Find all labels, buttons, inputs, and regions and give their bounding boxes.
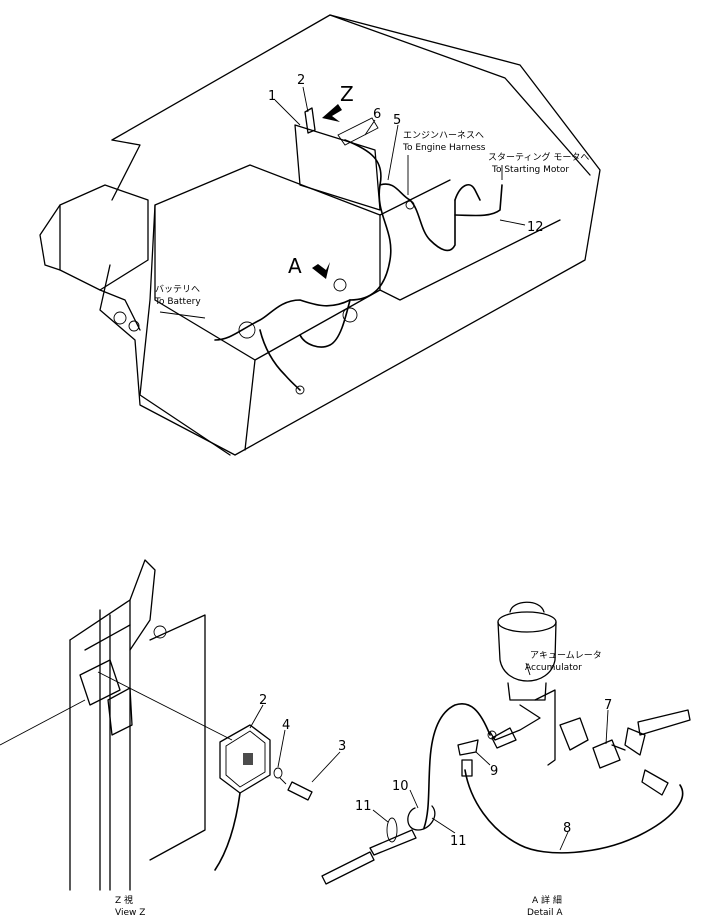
callout-11-right: 11 (450, 834, 467, 849)
callout-6: 6 (373, 107, 381, 122)
leader-lines-top (159, 86, 526, 319)
callout-1: 1 (268, 89, 276, 104)
callout-5: 5 (393, 113, 401, 128)
view-z-caption-jp: Z 視 (115, 894, 133, 906)
leader-lines-detail-a (372, 662, 609, 851)
callout-2-top: 2 (297, 73, 305, 88)
callout-11-left: 11 (355, 799, 372, 814)
callout-12: 12 (527, 220, 544, 235)
detail-a-caption-en: Detail A (527, 908, 563, 917)
leader-lines-view-z (249, 704, 341, 783)
starting-motor-label-jp: スターティング モータへ (488, 151, 589, 163)
detail-a-marker: A (288, 254, 302, 278)
accumulator-label-en: Accumulator (525, 663, 582, 673)
accumulator-label-jp: アキュームレータ (530, 650, 602, 661)
starting-motor-label-en: To Starting Motor (491, 165, 569, 175)
machine-body (39, 14, 601, 456)
callout-9: 9 (490, 764, 498, 779)
detail-a-arrow (312, 262, 330, 279)
callout-3: 3 (338, 739, 346, 754)
view-z-marker: Z (340, 82, 354, 106)
engine-harness-label-jp: エンジンハーネスへ (403, 130, 484, 141)
callout-7: 7 (604, 698, 612, 713)
callout-8: 8 (563, 821, 571, 836)
wiring-harness (214, 139, 503, 395)
callout-10: 10 (392, 779, 409, 794)
view-z-drawing (0, 559, 313, 891)
battery-label-jp: バッテリへ (155, 284, 200, 295)
engine-harness-label-en: To Engine Harness (402, 143, 486, 153)
detail-a-caption-jp: A 詳 細 (532, 894, 562, 906)
view-z-arrow (322, 104, 342, 122)
callout-2-view-z: 2 (259, 693, 267, 708)
detail-a-drawing (321, 601, 691, 885)
battery-label-en: To Battery (154, 297, 201, 307)
callout-4: 4 (282, 718, 290, 733)
view-z-caption-en: View Z (115, 908, 145, 917)
